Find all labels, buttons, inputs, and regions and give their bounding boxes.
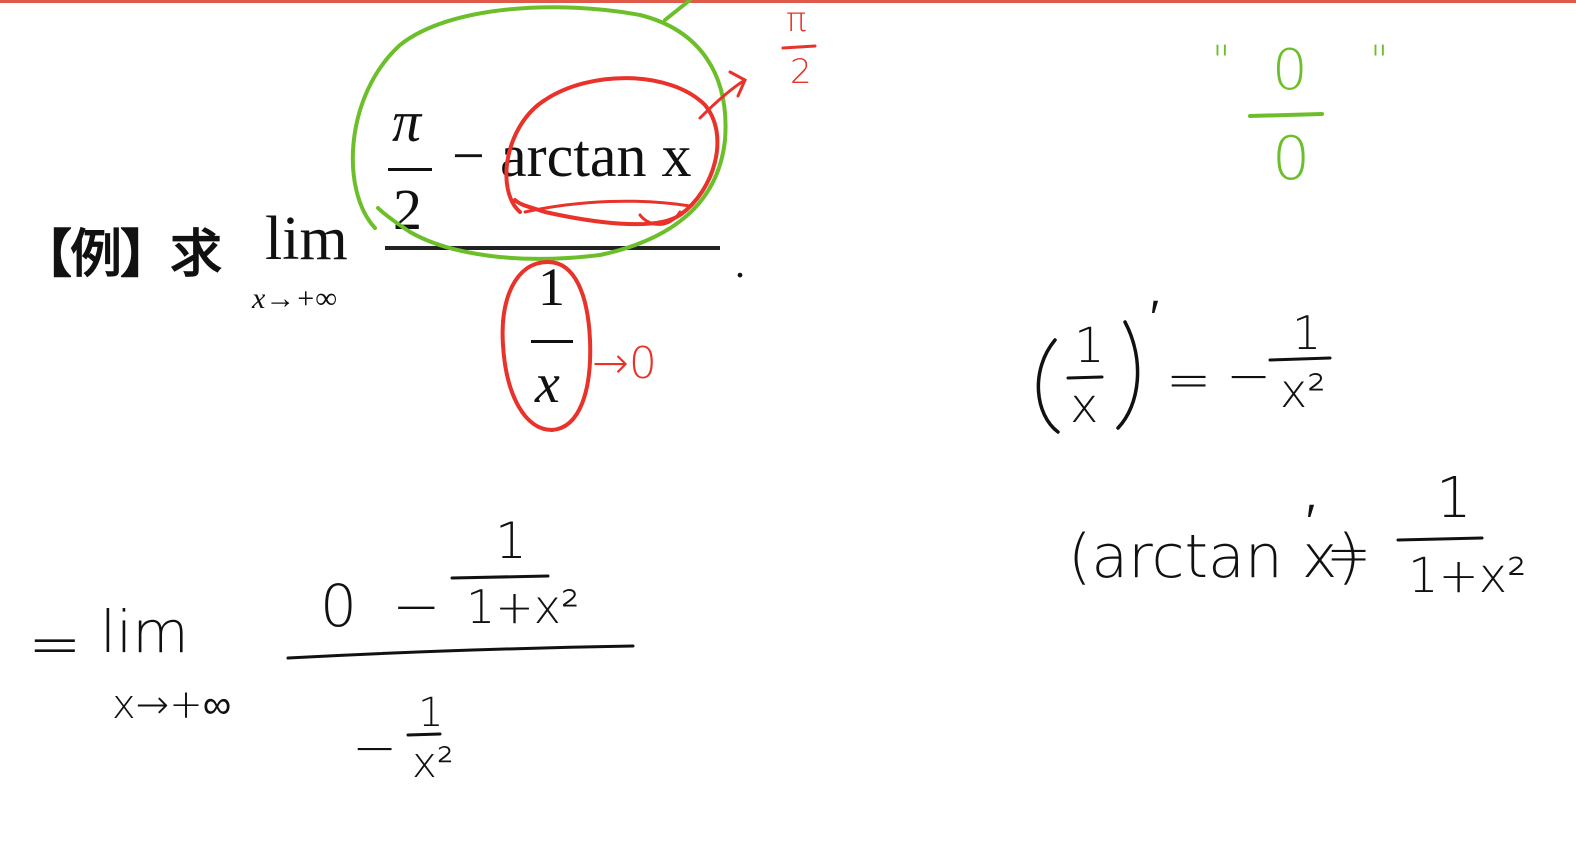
work-numerator-zero: 0 — [320, 572, 357, 640]
denominator-x: x — [535, 353, 560, 415]
red-small-loop — [638, 210, 682, 226]
red-pi-half-bar — [781, 44, 817, 50]
deriv1-left-paren — [1036, 338, 1060, 434]
green-numerator-zero: 0 — [1272, 38, 1308, 103]
green-quote-close: " — [1370, 38, 1389, 84]
green-circle-numerator — [350, 5, 728, 261]
deriv1-minus: − — [1226, 344, 1272, 407]
green-tail-stroke — [663, 0, 692, 22]
lim-label: lim — [265, 205, 348, 273]
work-main-fraction-bar — [286, 644, 635, 660]
deriv1-right-paren — [1116, 320, 1140, 430]
deriv2-equals: = — [1326, 522, 1372, 585]
deriv1-equals: = — [1166, 348, 1212, 411]
work-frac1-top: 1 — [495, 512, 527, 570]
main-fraction-bar — [385, 246, 720, 250]
deriv2-rhs-top: 1 — [1436, 466, 1472, 531]
deriv1-lhs-bottom: x — [1070, 378, 1099, 434]
deriv1-rhs-bottom: x² — [1280, 364, 1326, 418]
problem-period: . — [735, 241, 745, 286]
deriv1-rhs-bar — [1268, 356, 1332, 362]
denominator-one: 1 — [538, 257, 565, 317]
red-circle-arctan — [504, 76, 720, 227]
work-frac1-bottom: 1+x² — [466, 580, 580, 634]
green-denominator-zero: 0 — [1272, 124, 1311, 194]
deriv1-prime: ′ — [1150, 290, 1159, 346]
deriv2-rhs-bar — [1396, 536, 1484, 542]
green-quote-open: " — [1212, 38, 1231, 84]
work-numerator-minus: − — [392, 572, 441, 640]
pi-fraction-bar — [388, 168, 432, 171]
deriv2-prime: ′ — [1306, 494, 1315, 550]
work-frac2-bar — [406, 732, 442, 737]
work-equals: = — [28, 608, 82, 682]
green-zero-over-zero-bar — [1248, 112, 1324, 118]
red-arrow-to-pi-half — [698, 70, 747, 120]
red-circle-one-over-x — [500, 260, 593, 433]
work-frac2-top: 1 — [418, 690, 444, 736]
denominator-fraction-bar — [531, 340, 573, 343]
numerator-pi: π — [392, 89, 422, 154]
deriv1-rhs-top: 1 — [1292, 306, 1322, 360]
example-label: 【例】求 — [20, 225, 222, 285]
deriv1-lhs-top: 1 — [1074, 318, 1105, 374]
work-lim-subscript: x→+∞ — [112, 682, 232, 728]
work-frac1-bar — [450, 574, 550, 580]
deriv2-rhs-bottom: 1+x² — [1408, 548, 1527, 604]
deriv1-lhs-bar — [1066, 375, 1104, 380]
top-accent-bar — [0, 0, 1576, 3]
red-pi-over-2-bottom: 2 — [790, 52, 812, 92]
red-underline-arctan — [523, 199, 692, 214]
work-lim: lim — [100, 598, 189, 666]
work-denominator-minus: − — [352, 716, 398, 779]
work-frac2-bottom: x² — [412, 738, 454, 787]
red-tends-to-zero: →0 — [592, 338, 657, 389]
deriv2-lhs: (arctan x) — [1068, 522, 1361, 592]
lim-subscript: x→+∞ — [252, 282, 337, 315]
numerator-minus: − — [452, 123, 485, 188]
red-pi-over-2-top: π — [786, 0, 807, 40]
arctan-term: arctan x — [500, 123, 692, 189]
